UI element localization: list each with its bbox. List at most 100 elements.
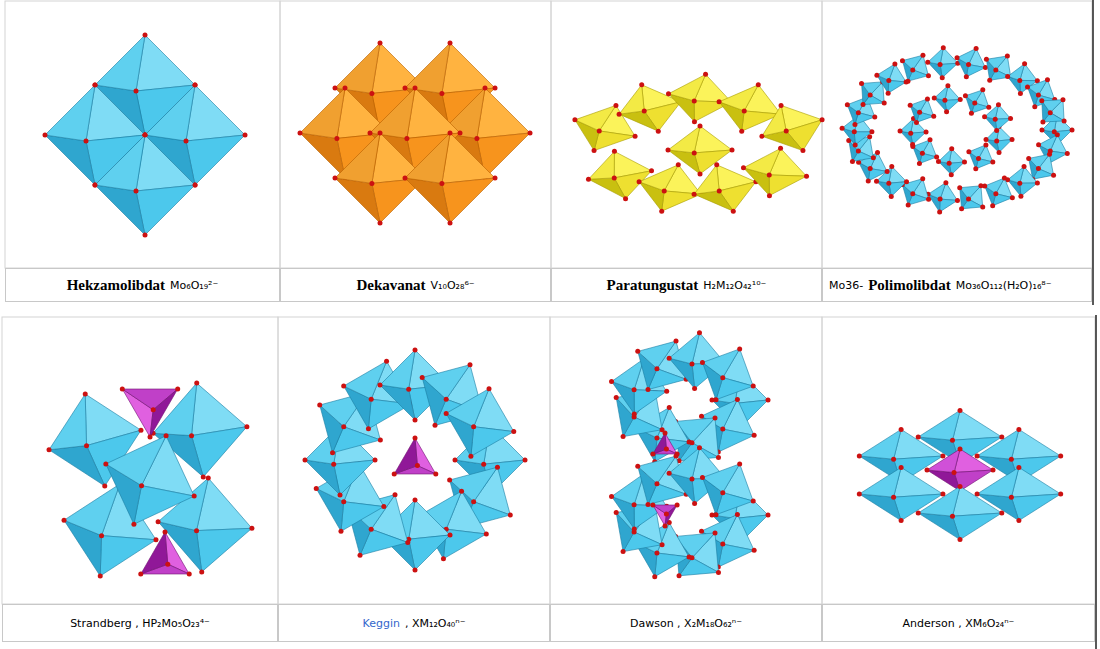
- oxygen-atom: [857, 492, 862, 497]
- oxygen-atom: [165, 562, 170, 567]
- oxygen-atom: [666, 91, 671, 96]
- polyhedron-face: [594, 131, 635, 151]
- oxygen-atom: [413, 418, 418, 423]
- oxygen-atom: [714, 397, 719, 402]
- oxygen-atom: [331, 462, 336, 467]
- oxygen-atom: [632, 387, 637, 392]
- oxygen-atom: [784, 128, 789, 133]
- oxygen-atom: [1058, 492, 1063, 497]
- oxygen-atom: [206, 476, 211, 481]
- caption-text: Keggin: [363, 617, 400, 630]
- polyhedron: [759, 103, 824, 153]
- oxygen-atom: [134, 189, 139, 194]
- polyhedron: [741, 146, 809, 198]
- oxygen-atom: [139, 483, 144, 488]
- oxygen-atom: [925, 60, 930, 65]
- polyhedron-face: [918, 513, 960, 540]
- oxygen-atom: [378, 383, 383, 388]
- caption-text: Dawson , X₂M₁₈O₆₂ⁿ⁻: [630, 617, 742, 630]
- oxygen-atom: [93, 183, 98, 188]
- oxygen-atom: [889, 194, 894, 199]
- oxygen-atom: [820, 117, 825, 122]
- polyhedron-face: [1008, 64, 1025, 81]
- oxygen-atom: [102, 483, 107, 488]
- oxygen-atom: [439, 181, 444, 186]
- oxygen-atom: [471, 499, 476, 504]
- oxygen-atom: [958, 97, 963, 102]
- panel-frame: [551, 1, 822, 268]
- polyhedron-face: [197, 528, 252, 572]
- caption-cell: Dawson , X₂M₁₈O₆₂ⁿ⁻: [550, 604, 822, 642]
- oxygen-atom: [366, 426, 371, 431]
- oxygen-atom: [378, 131, 383, 136]
- oxygen-atom: [868, 166, 873, 171]
- oxygen-atom: [403, 86, 408, 91]
- oxygen-atom: [692, 192, 697, 197]
- polyhedron: [955, 46, 988, 79]
- oxygen-atom: [317, 403, 322, 408]
- polyhedron: [700, 346, 756, 402]
- oxygen-atom: [980, 87, 985, 92]
- oxygen-atom: [143, 133, 148, 138]
- oxygen-atom: [384, 359, 389, 364]
- oxygen-atom: [966, 149, 971, 154]
- oxygen-atom: [413, 568, 418, 573]
- oxygen-atom: [597, 128, 602, 133]
- oxygen-atom: [493, 86, 498, 91]
- polyhedron-face: [136, 35, 195, 91]
- polyhedron-face: [575, 105, 616, 130]
- caption-text: Dekavanat: [356, 277, 425, 294]
- polyhedron: [900, 53, 931, 84]
- oxygen-atom: [978, 183, 983, 188]
- polyhedron-face: [300, 133, 345, 178]
- oxygen-atom: [369, 397, 374, 402]
- oxygen-atom: [333, 86, 338, 91]
- oxygen-atom: [143, 133, 148, 138]
- oxygen-atom: [1065, 151, 1070, 156]
- polyhedron: [898, 116, 929, 147]
- oxygen-atom: [193, 183, 198, 188]
- polyhedron-face: [928, 183, 946, 200]
- oxygen-atom: [861, 102, 866, 107]
- polyhedron-face: [1042, 100, 1063, 113]
- oxygen-atom: [739, 129, 744, 134]
- oxygen-atom: [972, 101, 977, 106]
- polyhedron-face: [49, 446, 105, 486]
- oxygen-atom: [714, 512, 719, 517]
- oxygen-atom: [632, 502, 637, 507]
- oxygen-atom: [369, 527, 374, 532]
- oxygen-atom: [667, 356, 672, 361]
- oxygen-atom: [882, 101, 887, 106]
- oxygen-atom: [378, 41, 383, 46]
- oxygen-atom: [963, 93, 968, 98]
- oxygen-atom: [975, 454, 980, 459]
- oxygen-atom: [338, 529, 343, 534]
- polyhedron-face: [300, 88, 345, 138]
- oxygen-atom: [874, 73, 879, 78]
- oxygen-atom: [697, 445, 702, 450]
- oxygen-atom: [481, 462, 486, 467]
- oxygen-atom: [508, 513, 513, 518]
- polyhedron-face: [703, 464, 740, 493]
- oxygen-atom: [906, 202, 911, 207]
- polyhedron-face: [703, 349, 740, 378]
- oxygen-atom: [986, 105, 991, 110]
- polyhedron: [637, 162, 704, 213]
- oxygen-atom: [420, 375, 425, 380]
- polyhedron: [403, 131, 498, 226]
- polyhedron-face: [744, 148, 781, 175]
- polyhedron-face: [335, 178, 380, 223]
- polyhedron-face: [344, 361, 387, 399]
- polyhedron-face: [762, 105, 786, 136]
- polyhedron-face: [668, 126, 700, 153]
- oxygen-atom: [642, 108, 647, 113]
- oxygen-atom: [752, 433, 757, 438]
- caption-text: , XM₁₂O₄₀ⁿ⁻: [405, 617, 466, 630]
- oxygen-atom: [189, 433, 194, 438]
- oxygen-atom: [201, 474, 206, 479]
- oxygen-atom: [243, 133, 248, 138]
- oxygen-atom: [453, 458, 458, 463]
- polyhedron-face: [669, 333, 699, 364]
- oxygen-atom: [617, 112, 622, 117]
- oxygen-atom: [1008, 116, 1013, 121]
